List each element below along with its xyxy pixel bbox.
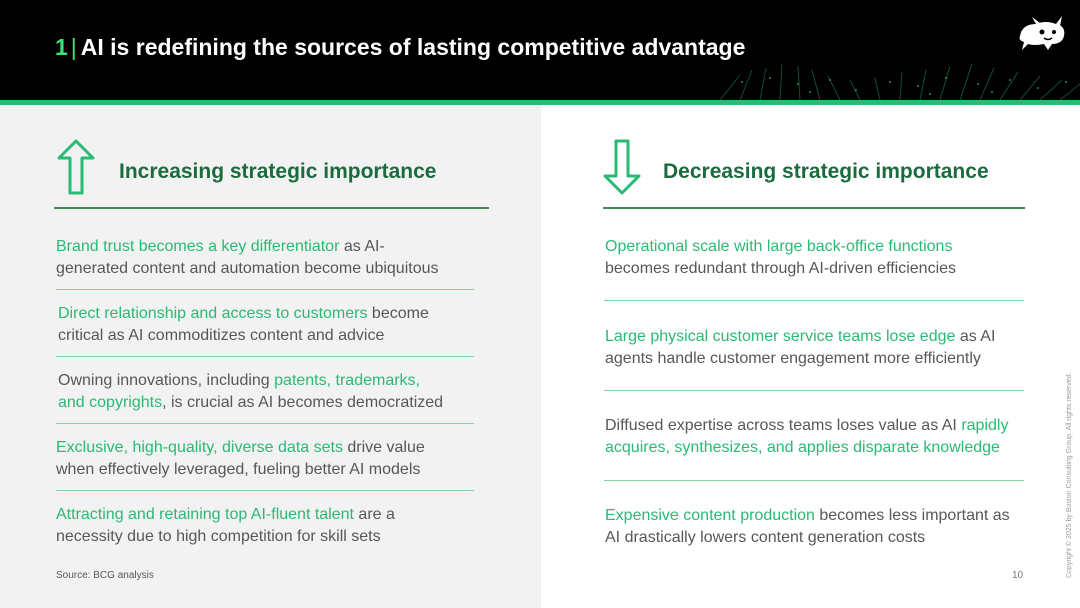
page-title: 1|AI is redefining the sources of lastin… — [55, 34, 745, 61]
list-item: Diffused expertise across teams loses va… — [605, 417, 1009, 456]
increasing-heading: Increasing strategic importance — [119, 160, 437, 183]
source-note: Source: BCG analysis — [56, 570, 154, 581]
list-item: Attracting and retaining top AI-fluent t… — [56, 506, 395, 545]
arrow-up-icon — [57, 139, 95, 195]
decreasing-heading: Decreasing strategic importance — [663, 160, 989, 183]
item-divider — [604, 390, 1024, 391]
section-number: 1 — [55, 34, 68, 60]
list-item: Direct relationship and access to custom… — [58, 305, 429, 344]
list-item: Exclusive, high-quality, diverse data se… — [56, 439, 425, 478]
list-item: Brand trust becomes a key differentiator… — [56, 238, 439, 277]
right-heading-rule — [603, 207, 1025, 209]
item-divider — [56, 289, 474, 290]
list-item: Owning innovations, including patents, t… — [58, 372, 444, 411]
right-panel — [541, 105, 1080, 608]
header-accent-line — [0, 100, 1080, 105]
copyright-notice: Copyright © 2025 by Boston Consulting Gr… — [1066, 372, 1073, 578]
page-number: 10 — [1012, 570, 1024, 581]
list-item: Expensive content production becomes les… — [605, 507, 1010, 546]
title-separator: | — [70, 34, 77, 60]
header-bar: 1|AI is redefining the sources of lastin… — [0, 0, 1080, 100]
list-item: Operational scale with large back-office… — [605, 238, 957, 277]
left-heading-rule — [54, 207, 489, 209]
arrow-down-icon — [603, 139, 641, 195]
digital-pattern-decoration — [719, 63, 1080, 100]
item-divider — [604, 300, 1024, 301]
item-divider — [56, 356, 474, 357]
item-divider — [56, 490, 474, 491]
list-item: Large physical customer service teams lo… — [605, 328, 996, 367]
bcg-dog-mascot-icon — [1019, 16, 1065, 50]
item-divider — [604, 480, 1024, 481]
title-text: AI is redefining the sources of lasting … — [80, 34, 746, 60]
item-divider — [56, 423, 474, 424]
